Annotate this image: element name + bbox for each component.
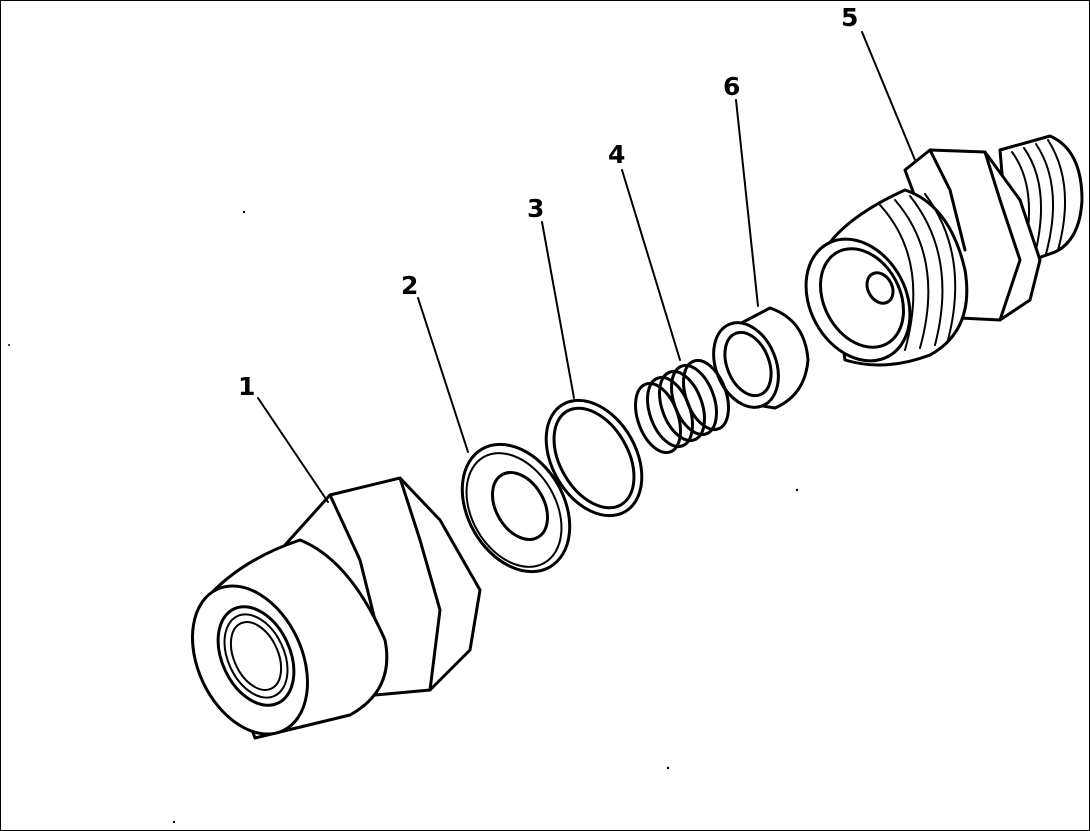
callout-label-1: 1 [238,372,255,401]
part-4-spring [634,358,730,455]
part-2-washer [460,442,572,574]
callout-label-2: 2 [401,271,418,300]
scan-specks [8,210,799,824]
callout-label-3: 3 [527,194,544,223]
part-6-sleeve [712,306,810,410]
leader-line-4 [621,169,681,361]
leader-line-6 [735,99,759,307]
leader-lines [257,31,916,503]
leader-line-5 [861,31,916,161]
callout-label-5: 5 [841,3,858,32]
callout-labels: 1 2 3 4 6 5 [238,3,858,401]
leader-line-1 [257,397,329,503]
part-1-nut [190,476,482,740]
callout-label-6: 6 [723,72,740,101]
part-3-ring [544,398,644,518]
callout-label-4: 4 [608,140,625,169]
leader-line-3 [541,221,575,399]
part-5-connector-body [804,134,1084,367]
leader-line-2 [417,297,469,453]
